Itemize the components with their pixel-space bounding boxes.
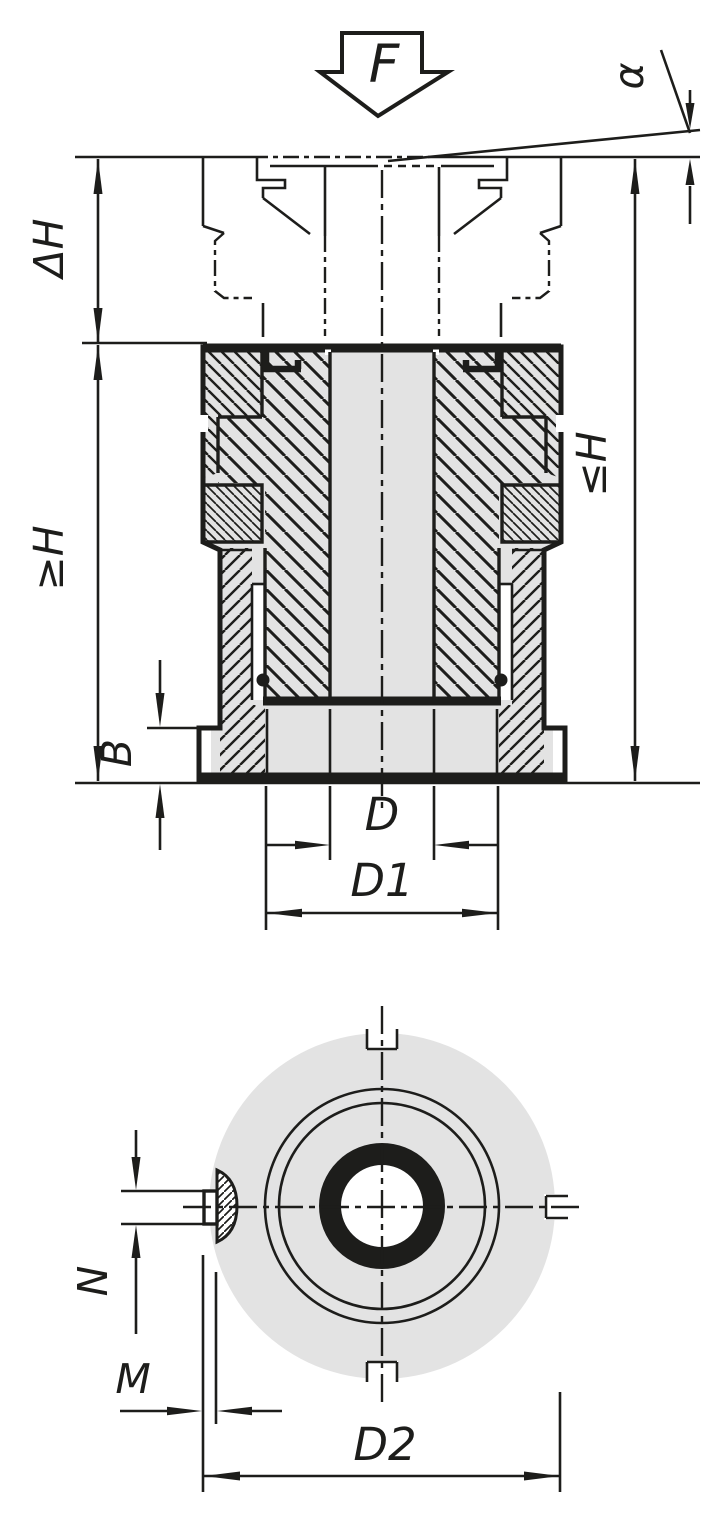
d2-label: D2 [353,1418,416,1471]
dim-d2: D2 [204,1392,562,1492]
bottom-lip-right [553,730,563,777]
section-hatching [203,352,561,779]
dim-delta-h: ΔH [25,159,207,345]
contact-dot-left [256,673,270,687]
min-h-label: ≥H [25,525,73,590]
force-label: F [369,34,401,95]
b-label: B [93,739,141,767]
m-label: M [115,1355,150,1403]
t-slot-left [255,157,287,198]
contact-dot-right [494,673,508,687]
dim-m: M [115,1255,282,1492]
max-h-label: ≤H [568,431,616,496]
dim-min-h: ≥H [25,345,103,781]
n-label: N [69,1266,117,1297]
dim-n: N [69,1130,206,1334]
set-screw-slot [202,1167,239,1245]
bottom-lip-left [201,730,211,777]
collar-left [203,483,264,544]
top-groove-left [262,352,301,373]
force-arrow-outline [314,31,455,119]
clamped-part [201,157,563,337]
t-slot-right [477,157,509,198]
collar-right [500,483,561,544]
dim-d1: D1 [266,854,498,918]
dim-alpha: α [605,49,695,224]
dim-d: D [264,786,500,930]
dim-max-h: ≤H [568,159,640,781]
delta-h-label: ΔH [25,219,73,281]
top-groove-right [463,352,502,373]
force-arrow: F [314,31,455,119]
notch-top [365,1028,399,1051]
front-view: F [25,31,701,930]
tilted-surface-line [387,128,701,163]
d-label: D [365,788,400,841]
d1-label: D1 [350,854,413,907]
notch-bottom [365,1360,399,1382]
angle-label: α [605,62,653,89]
bottom-view: N M D2 [69,1006,581,1492]
dim-b: B [93,660,212,850]
datum-lines [75,128,701,785]
